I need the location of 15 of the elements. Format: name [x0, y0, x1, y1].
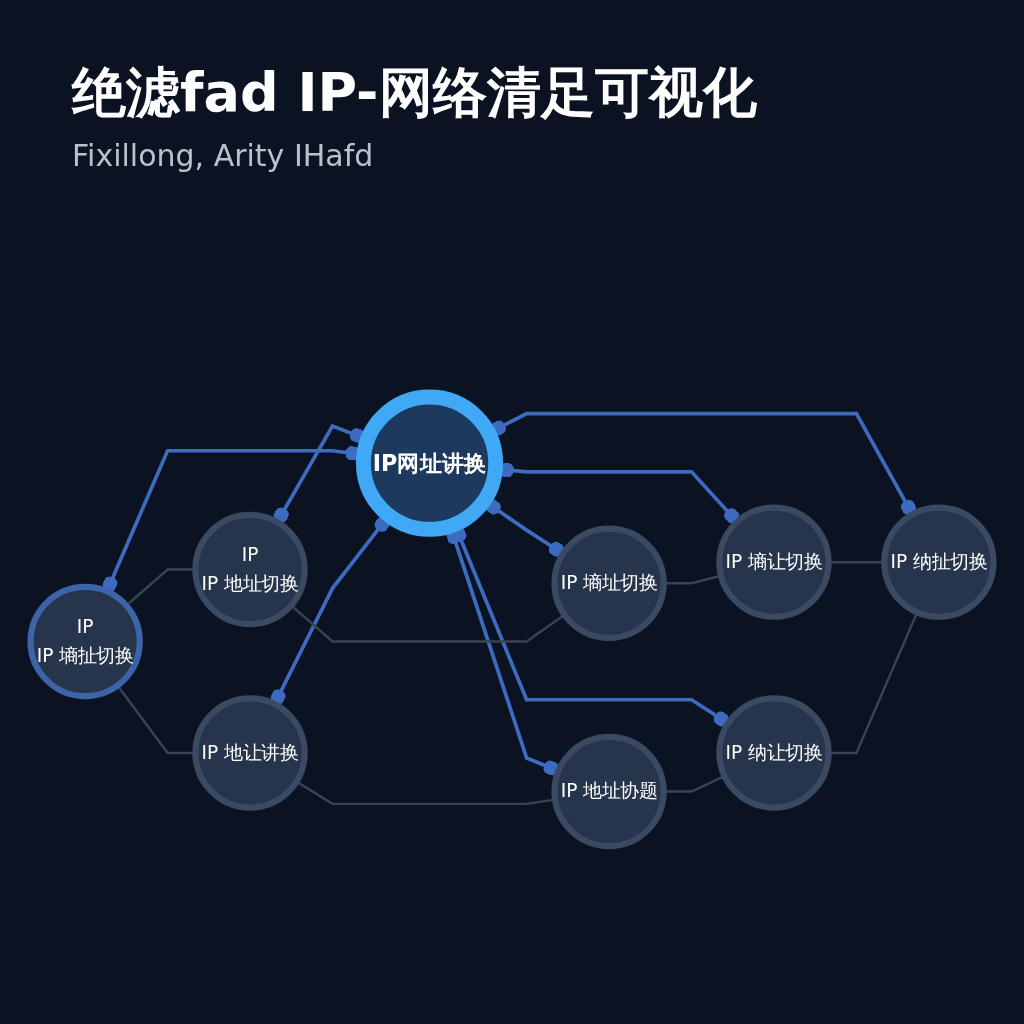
node-circle: IP IP 墒扯切换: [27, 583, 143, 700]
subtitle: Fixillong, Arity IHafd: [72, 138, 374, 174]
node-circle: IP网址讲换: [356, 389, 504, 537]
title: 绝滤fad IP-网络清足可视化: [72, 62, 757, 125]
node-circle: IP 地让讲换: [192, 695, 308, 811]
connector: [273, 423, 366, 524]
connector: [490, 411, 916, 516]
node-circle: IP 纳让切换: [716, 695, 832, 811]
node-circle: IP 纳扯切换: [881, 504, 997, 620]
connector: [485, 499, 565, 557]
node-circle: IP 地址协题: [551, 733, 667, 850]
node-circle: IP IP 地址切换: [192, 511, 308, 628]
connector: [270, 516, 390, 705]
node-circle: IP 墒址切换: [551, 525, 667, 641]
node-circle: IP 墒让切换: [716, 504, 832, 620]
